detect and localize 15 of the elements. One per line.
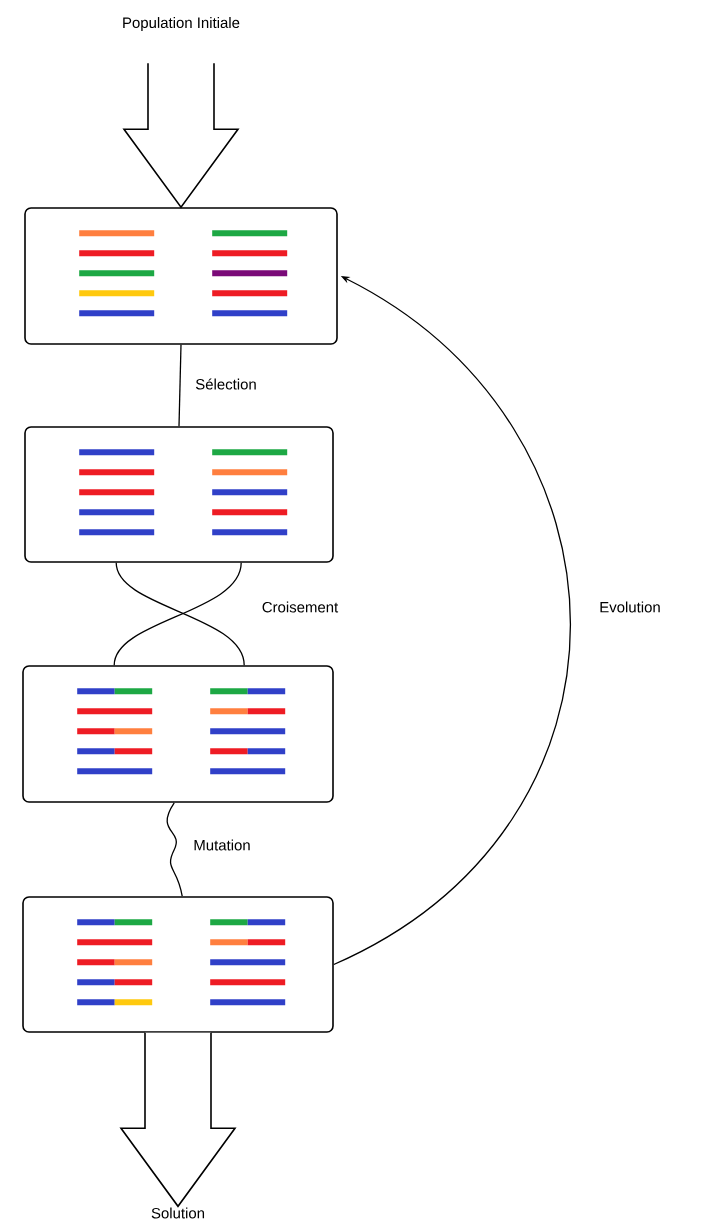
edge-label: Mutation (192, 838, 252, 852)
population-box (24, 207, 338, 345)
block-arrow (122, 62, 240, 209)
edge-label: Croisement (260, 600, 340, 614)
node-text: Solution (151, 1207, 204, 1219)
node-text: Population Initiale (123, 17, 240, 31)
block-arrow (119, 1032, 237, 1208)
connector-line (166, 802, 183, 897)
population-box (22, 896, 334, 1033)
connector-line (178, 344, 182, 427)
population-box (22, 665, 334, 803)
arrow (333, 276, 572, 966)
edge-label: Sélection (194, 377, 258, 391)
population-box (24, 426, 334, 563)
edge-label: Evolution (598, 600, 662, 614)
